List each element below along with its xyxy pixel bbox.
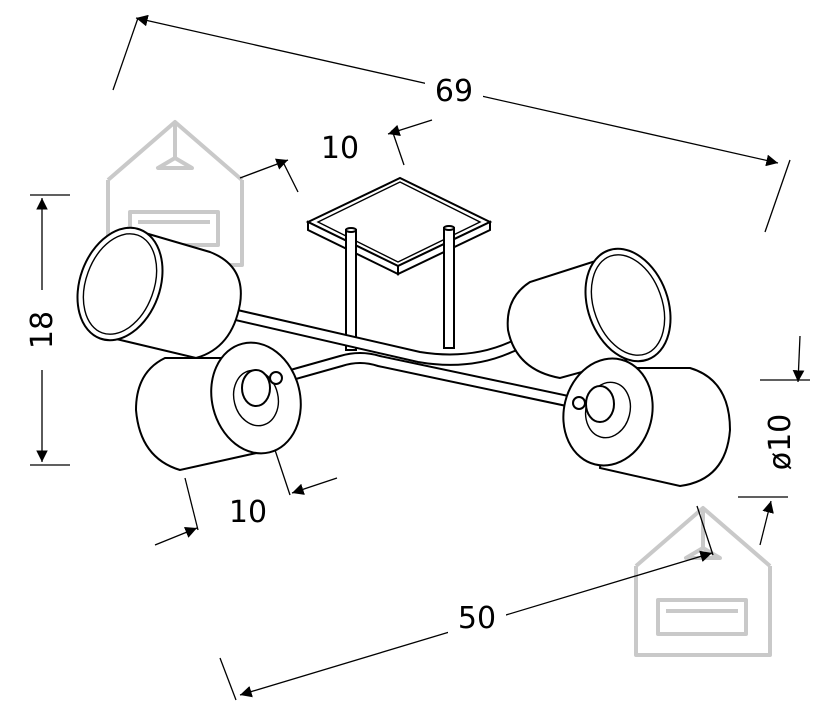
- dimension-label-shade-length: 10: [229, 495, 267, 530]
- dimension-canopy: 10: [239, 119, 433, 193]
- lamp-shade-front-left: [134, 341, 302, 472]
- dimension-total-width: 69: [112, 14, 791, 233]
- ceiling-canopy: [305, 176, 493, 276]
- dimension-shade-diameter: ø10: [738, 335, 810, 546]
- dimension-label-diameter: ø10: [763, 414, 798, 471]
- dimension-label-18: 18: [25, 311, 60, 349]
- dimension-shade-length: 10: [154, 449, 338, 546]
- dimension-arm-span: 50: [219, 505, 714, 701]
- watermark-logo-bottom: [634, 506, 772, 657]
- dimension-label-canopy: 10: [321, 131, 359, 166]
- dimension-label-50: 50: [458, 601, 496, 636]
- lamp-shade-back-left: [76, 226, 242, 360]
- dimension-label-69: 69: [435, 74, 473, 109]
- dimension-height: 18: [25, 194, 70, 466]
- support-rods: [345, 225, 455, 351]
- lamp-shade-front-right: [562, 357, 732, 488]
- lamp-shade-back-right: [506, 247, 672, 380]
